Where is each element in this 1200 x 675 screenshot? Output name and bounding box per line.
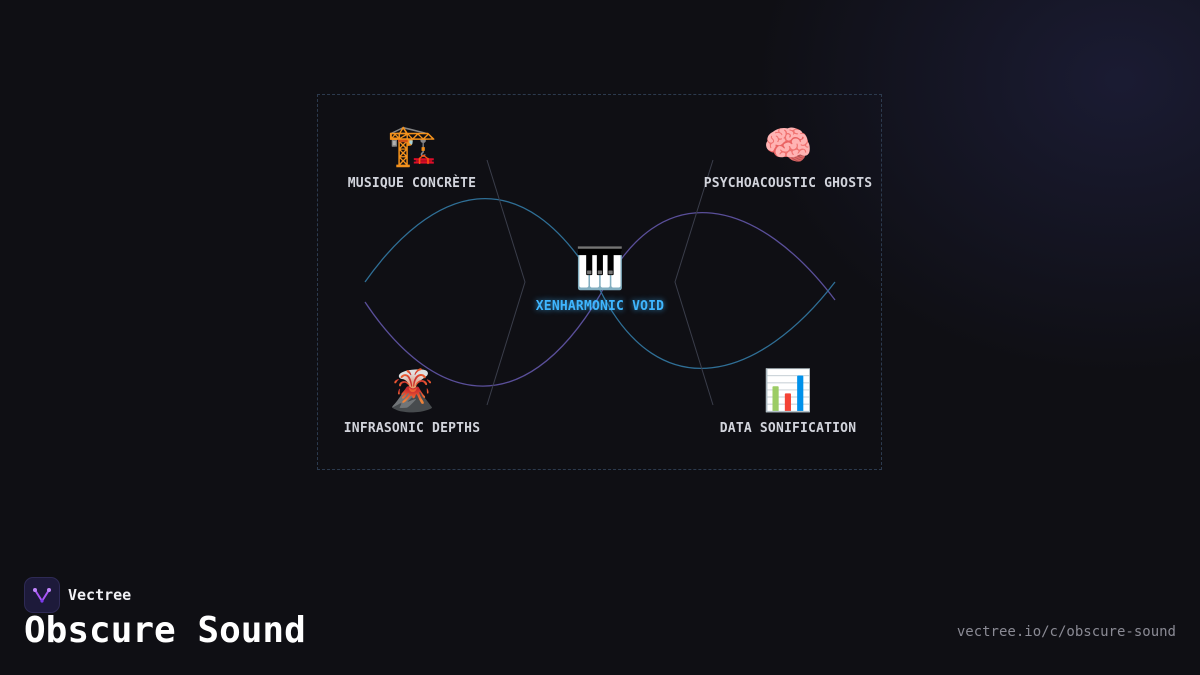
volcano-icon: 🌋	[387, 368, 437, 414]
vectree-logo-icon	[24, 577, 60, 613]
node-xenharmonic-void: 🎹 XENHARMONIC VOID	[490, 245, 710, 314]
node-label: XENHARMONIC VOID	[535, 299, 665, 314]
node-label: PSYCHOACOUSTIC GHOSTS	[703, 176, 873, 191]
connector-right	[674, 159, 714, 406]
node-data-sonification: 📊 DATA SONIFICATION	[678, 367, 898, 436]
node-psychoacoustic-ghosts: 🧠 PSYCHOACOUSTIC GHOSTS	[678, 122, 898, 191]
construction-crane-icon: 🏗️	[387, 123, 437, 169]
wave-blue-right	[599, 281, 836, 369]
brand-name: Vectree	[68, 586, 132, 604]
diagram-frame	[317, 94, 882, 470]
page-url[interactable]: vectree.io/c/obscure-sound	[956, 624, 1176, 640]
wave-purple-left	[364, 294, 601, 387]
node-label: DATA SONIFICATION	[719, 421, 857, 436]
node-infrasonic-depths: 🌋 INFRASONIC DEPTHS	[302, 367, 522, 436]
wave-blue-left	[364, 198, 601, 291]
node-label: INFRASONIC DEPTHS	[343, 421, 481, 436]
piano-keys-icon: 🎹	[575, 246, 625, 292]
node-label: MUSIQUE CONCRÈTE	[347, 176, 477, 191]
wave-purple-right	[599, 212, 836, 301]
page-title: Obscure Sound	[24, 610, 306, 651]
brand: Vectree	[24, 577, 131, 613]
bar-chart-icon: 📊	[763, 368, 813, 414]
node-musique-concrete: 🏗️ MUSIQUE CONCRÈTE	[302, 122, 522, 191]
connector-left	[486, 159, 526, 406]
brain-icon: 🧠	[763, 123, 813, 169]
